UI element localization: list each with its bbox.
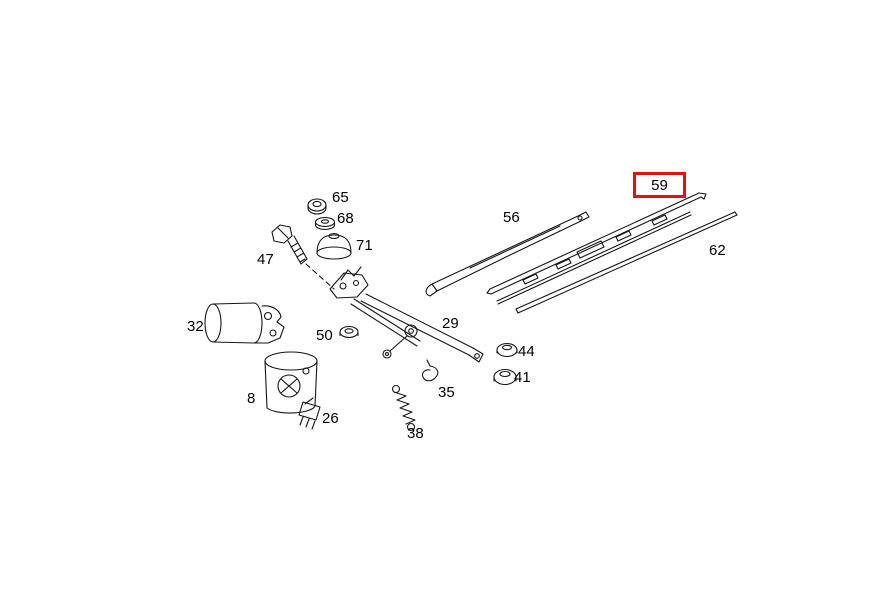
part-label-50[interactable]: 50 bbox=[316, 327, 333, 344]
cap-drawing-71 bbox=[316, 233, 352, 260]
spring-drawing-38 bbox=[391, 384, 416, 432]
wiper-linkage-drawing-29 bbox=[329, 266, 484, 363]
part-label-29[interactable]: 29 bbox=[442, 315, 459, 332]
nut-drawing-65 bbox=[307, 198, 327, 215]
part-label-62[interactable]: 62 bbox=[709, 242, 726, 259]
part-label-41[interactable]: 41 bbox=[514, 369, 531, 386]
part-label-65[interactable]: 65 bbox=[332, 189, 349, 206]
part-label-38[interactable]: 38 bbox=[407, 425, 424, 442]
grommet-drawing-41 bbox=[493, 368, 517, 386]
motor-assembly-drawing-8 bbox=[264, 351, 318, 414]
part-label-35[interactable]: 35 bbox=[438, 384, 455, 401]
highlight-box-59: 59 bbox=[633, 172, 686, 198]
part-label-56[interactable]: 56 bbox=[503, 209, 520, 226]
part-label-44[interactable]: 44 bbox=[518, 343, 535, 360]
part-label-8[interactable]: 8 bbox=[247, 390, 256, 407]
grommet-drawing-50 bbox=[339, 325, 359, 339]
grommet-drawing-44 bbox=[496, 342, 518, 358]
part-label-32[interactable]: 32 bbox=[187, 318, 204, 335]
part-label-59[interactable]: 59 bbox=[651, 176, 668, 194]
wiper-motor-drawing-32 bbox=[204, 302, 285, 344]
wiper-blade-drawing-59 bbox=[486, 192, 707, 305]
part-label-68[interactable]: 68 bbox=[337, 210, 354, 227]
connector-drawing-26 bbox=[298, 401, 321, 430]
part-label-71[interactable]: 71 bbox=[356, 237, 373, 254]
wiper-refill-drawing-62 bbox=[515, 211, 738, 314]
wiper-arm-drawing-56 bbox=[425, 211, 590, 297]
part-label-26[interactable]: 26 bbox=[322, 410, 339, 427]
bolt-drawing-47 bbox=[271, 224, 335, 290]
part-label-47[interactable]: 47 bbox=[257, 251, 274, 268]
hook-clip-drawing-35 bbox=[421, 359, 439, 382]
washer-drawing-68 bbox=[314, 216, 336, 231]
